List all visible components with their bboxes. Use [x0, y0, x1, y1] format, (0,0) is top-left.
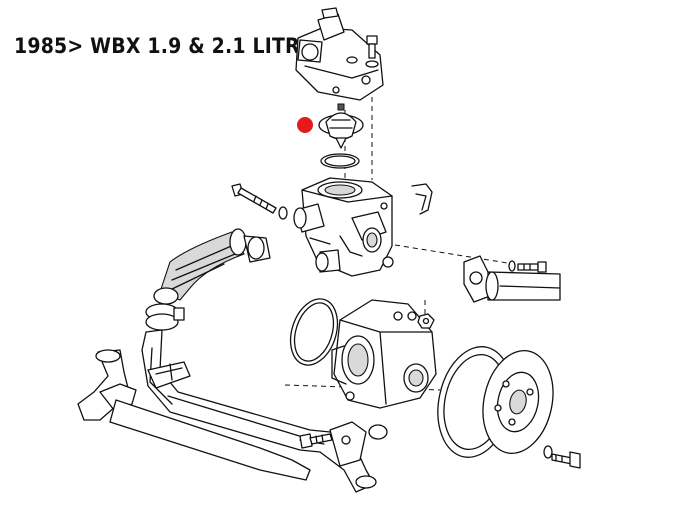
lower-hose-clamp: [145, 303, 185, 331]
retaining-clip: [411, 183, 433, 215]
outlet-pipe: [463, 255, 561, 303]
outlet-bolt: [508, 260, 547, 273]
diagram-title: 1985> WBX 1.9 & 2.1 LITRE: [14, 34, 313, 58]
pulley-bolt: [543, 445, 581, 469]
thermostat: [318, 103, 364, 149]
coolant-hose: [153, 228, 271, 305]
water-pump: [331, 299, 437, 409]
housing-bolt: [231, 183, 288, 220]
coolant-pipe: [77, 329, 377, 493]
pipe-bolt: [299, 433, 333, 449]
pump-pulley: [437, 346, 554, 458]
thermostat-housing-cover: [295, 7, 384, 101]
pipe-o-ring: [368, 424, 388, 440]
pump-nut: [417, 313, 435, 329]
cover-bolt: [346, 35, 379, 68]
pump-gasket: [289, 298, 339, 366]
highlight-marker: [297, 117, 313, 133]
coolant-housing: [293, 177, 394, 277]
